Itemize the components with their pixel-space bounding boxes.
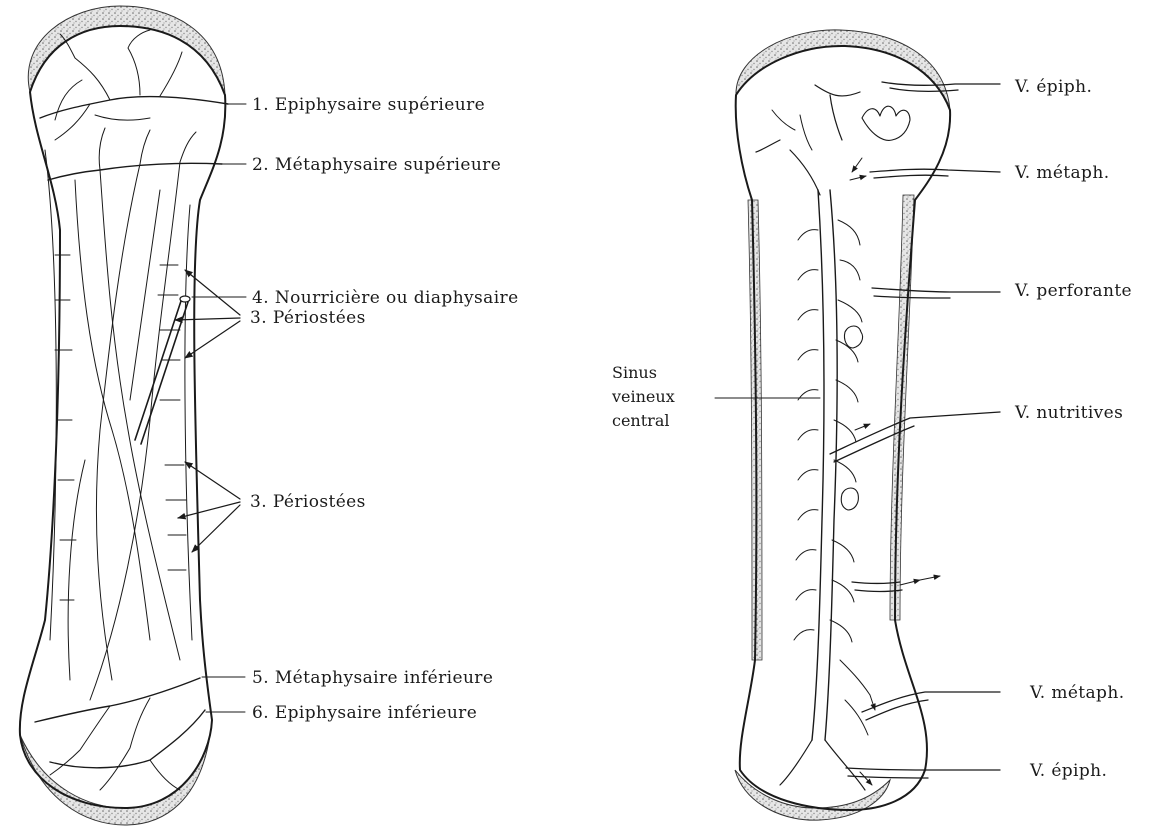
label-epiphysaire-superieure: 1. Epiphysaire supérieure bbox=[252, 95, 485, 115]
label-metaphysaire-inferieure: 5. Métaphysaire inférieure bbox=[252, 668, 493, 688]
label-metaphysaire-superieure: 2. Métaphysaire supérieure bbox=[252, 155, 501, 175]
label-periostees-lower: 3. Périostées bbox=[250, 492, 366, 512]
label-v-nutritives: V. nutritives bbox=[1014, 403, 1123, 423]
label-sinus-line-1: Sinus bbox=[612, 363, 657, 382]
arterial-bone-drawing bbox=[20, 6, 228, 825]
label-v-epiph-lower: V. épiph. bbox=[1029, 761, 1107, 781]
venous-labels: V. épiph. V. métaph. V. perforante V. nu… bbox=[611, 77, 1132, 781]
venous-bone-outline bbox=[736, 46, 950, 810]
label-v-perforante: V. perforante bbox=[1014, 281, 1132, 301]
arterial-leaders bbox=[175, 104, 246, 712]
lower-articular-cap bbox=[20, 735, 210, 825]
label-v-metaph-upper: V. métaph. bbox=[1014, 163, 1110, 183]
label-periostees-upper: 3. Périostées bbox=[250, 308, 366, 328]
nutrient-artery bbox=[135, 298, 182, 440]
label-sinus-line-2: veineux bbox=[611, 387, 675, 406]
arterial-bone-outline bbox=[20, 26, 226, 808]
label-v-epiph-upper: V. épiph. bbox=[1014, 77, 1092, 97]
central-venous-sinus bbox=[812, 190, 824, 740]
upper-articular-cap-right bbox=[736, 30, 950, 110]
label-nourriciere-diaphysaire: 4. Nourricière ou diaphysaire bbox=[252, 288, 519, 308]
label-sinus-line-3: central bbox=[612, 411, 669, 430]
arterial-labels: 1. Epiphysaire supérieure 2. Métaphysair… bbox=[250, 95, 519, 723]
label-v-metaph-lower: V. métaph. bbox=[1029, 683, 1125, 703]
label-epiphysaire-inferieure: 6. Epiphysaire inférieure bbox=[252, 703, 477, 723]
